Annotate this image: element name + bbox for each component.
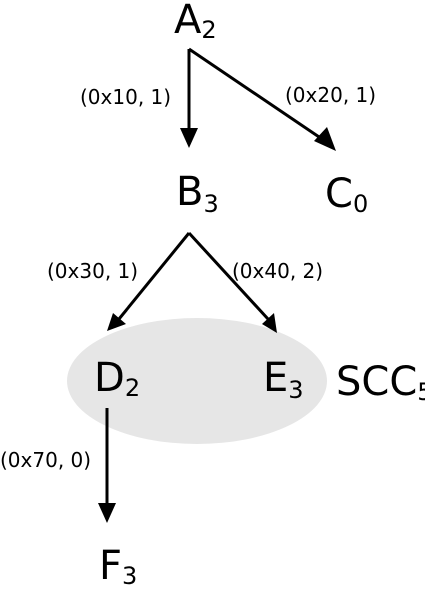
node-b-name: B: [176, 169, 203, 215]
node-d-subscript: 2: [125, 374, 140, 402]
node-e-subscript: 3: [288, 376, 303, 404]
edge-a-b: [180, 49, 198, 148]
node-c-name: C: [325, 171, 353, 217]
edge-b-d-label: (0x30, 1): [47, 259, 138, 283]
node-f-name: F: [99, 543, 122, 589]
scc-label-name: SCC: [336, 359, 417, 405]
node-c: C0: [325, 171, 368, 218]
scc-region: [67, 318, 327, 444]
node-d: D2: [94, 355, 140, 402]
node-f-subscript: 3: [122, 562, 137, 590]
edge-a-c-label: (0x20, 1): [285, 83, 376, 107]
node-e: E3: [263, 355, 304, 404]
node-c-subscript: 0: [353, 190, 368, 218]
node-f: F3: [99, 543, 137, 590]
edge-a-c: [188, 47, 336, 151]
node-e-name: E: [263, 355, 288, 401]
edge-d-f: [98, 408, 116, 523]
node-b-subscript: 3: [203, 190, 218, 218]
edge-d-f-label: (0x70, 0): [0, 448, 91, 472]
node-a-subscript: 2: [201, 16, 216, 44]
edge-d-f-arrowhead: [98, 503, 116, 523]
edge-b-e-line: [187, 231, 270, 321]
node-d-name: D: [94, 355, 125, 401]
edge-b-e-arrowhead: [262, 313, 277, 333]
edge-a-b-arrowhead: [180, 128, 198, 148]
edge-b-e-label: (0x40, 2): [232, 259, 323, 283]
edge-b-d: [107, 232, 191, 331]
scc-label: SCC5: [336, 359, 425, 406]
edge-b-e: [187, 231, 277, 333]
edge-a-c-arrowhead: [314, 127, 336, 151]
edge-a-c-line: [188, 47, 326, 143]
scc-label-subscript: 5: [417, 378, 425, 406]
node-a-name: A: [174, 0, 202, 43]
edge-b-d-arrowhead: [107, 313, 126, 331]
node-a: A2: [174, 0, 217, 44]
node-b: B3: [176, 169, 219, 218]
edge-b-d-line: [117, 232, 191, 320]
edge-a-b-label: (0x10, 1): [80, 85, 171, 109]
